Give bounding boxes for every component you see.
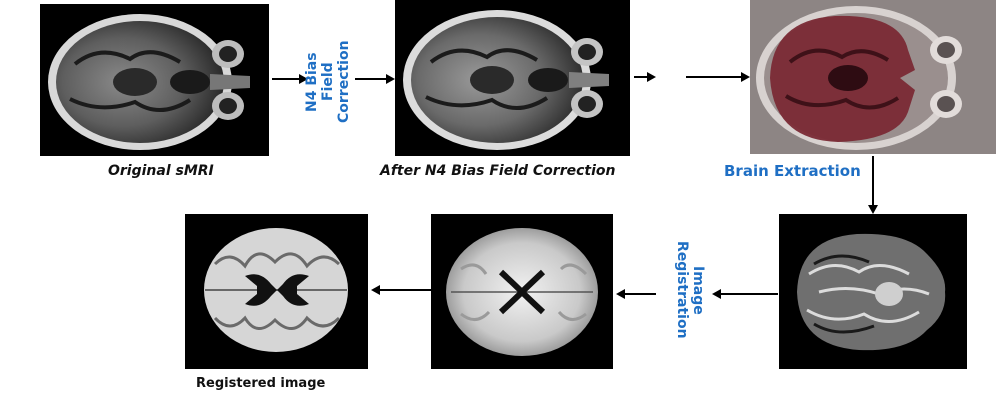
n4-label-line1: N4 Bias Field [304,52,336,112]
right-arrow-icon [686,72,750,82]
registration-label-line2: Registration [674,241,690,339]
registration-label-line1: Image [690,265,706,315]
left-arrow-icon [616,289,656,299]
after-n4-image [395,0,630,156]
registered-image [185,214,368,369]
skull-stripped-image [779,214,967,369]
right-arrow-icon [634,72,656,82]
down-arrow-icon [868,156,878,214]
registered-image-caption: Registered image [196,376,326,391]
n4-label-line2: Correction [336,40,352,124]
brain-extraction-label: Brain Extraction [724,162,861,180]
original-smri-image [40,4,269,156]
left-arrow-icon [371,285,431,295]
right-arrow-icon [355,74,395,84]
brain-extraction-image [750,0,996,154]
registration-template-image [431,214,613,369]
original-smri-caption: Original sMRI [108,163,214,179]
left-arrow-icon [712,289,778,299]
n4-bias-field-correction-label: N4 Bias Field Correction [304,32,352,132]
image-registration-label: Image Registration [664,240,706,340]
right-arrow-icon [272,74,308,84]
after-n4-caption: After N4 Bias Field Correction [380,163,616,179]
